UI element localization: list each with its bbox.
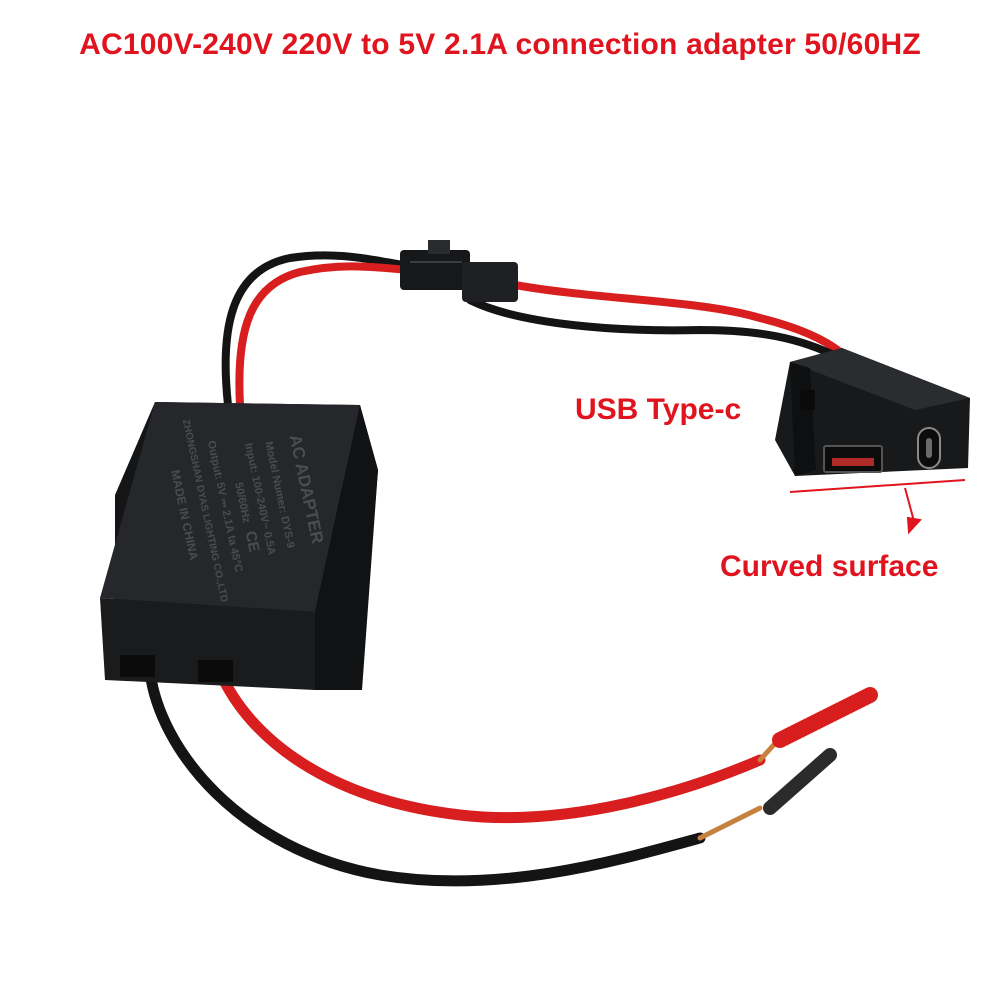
usb-c-port-icon	[917, 427, 941, 469]
bottom-wires	[144, 666, 783, 887]
usb-a-port-icon	[823, 445, 883, 473]
top-wires	[221, 251, 844, 409]
inline-connector	[400, 240, 518, 302]
headline: AC100V-240V 220V to 5V 2.1A connection a…	[79, 28, 921, 61]
usb-type-c-callout: USB Type-c	[575, 393, 742, 426]
curved-surface-marker	[789, 479, 966, 535]
ce-mark: CE	[242, 530, 263, 554]
wire-end-sleeves	[763, 687, 878, 815]
usb-socket-module	[775, 348, 970, 476]
ac-adapter-housing: AC ADAPTER Model Numer: DYS-9 Input: 100…	[100, 402, 378, 690]
curved-surface-callout: Curved surface	[720, 550, 939, 583]
